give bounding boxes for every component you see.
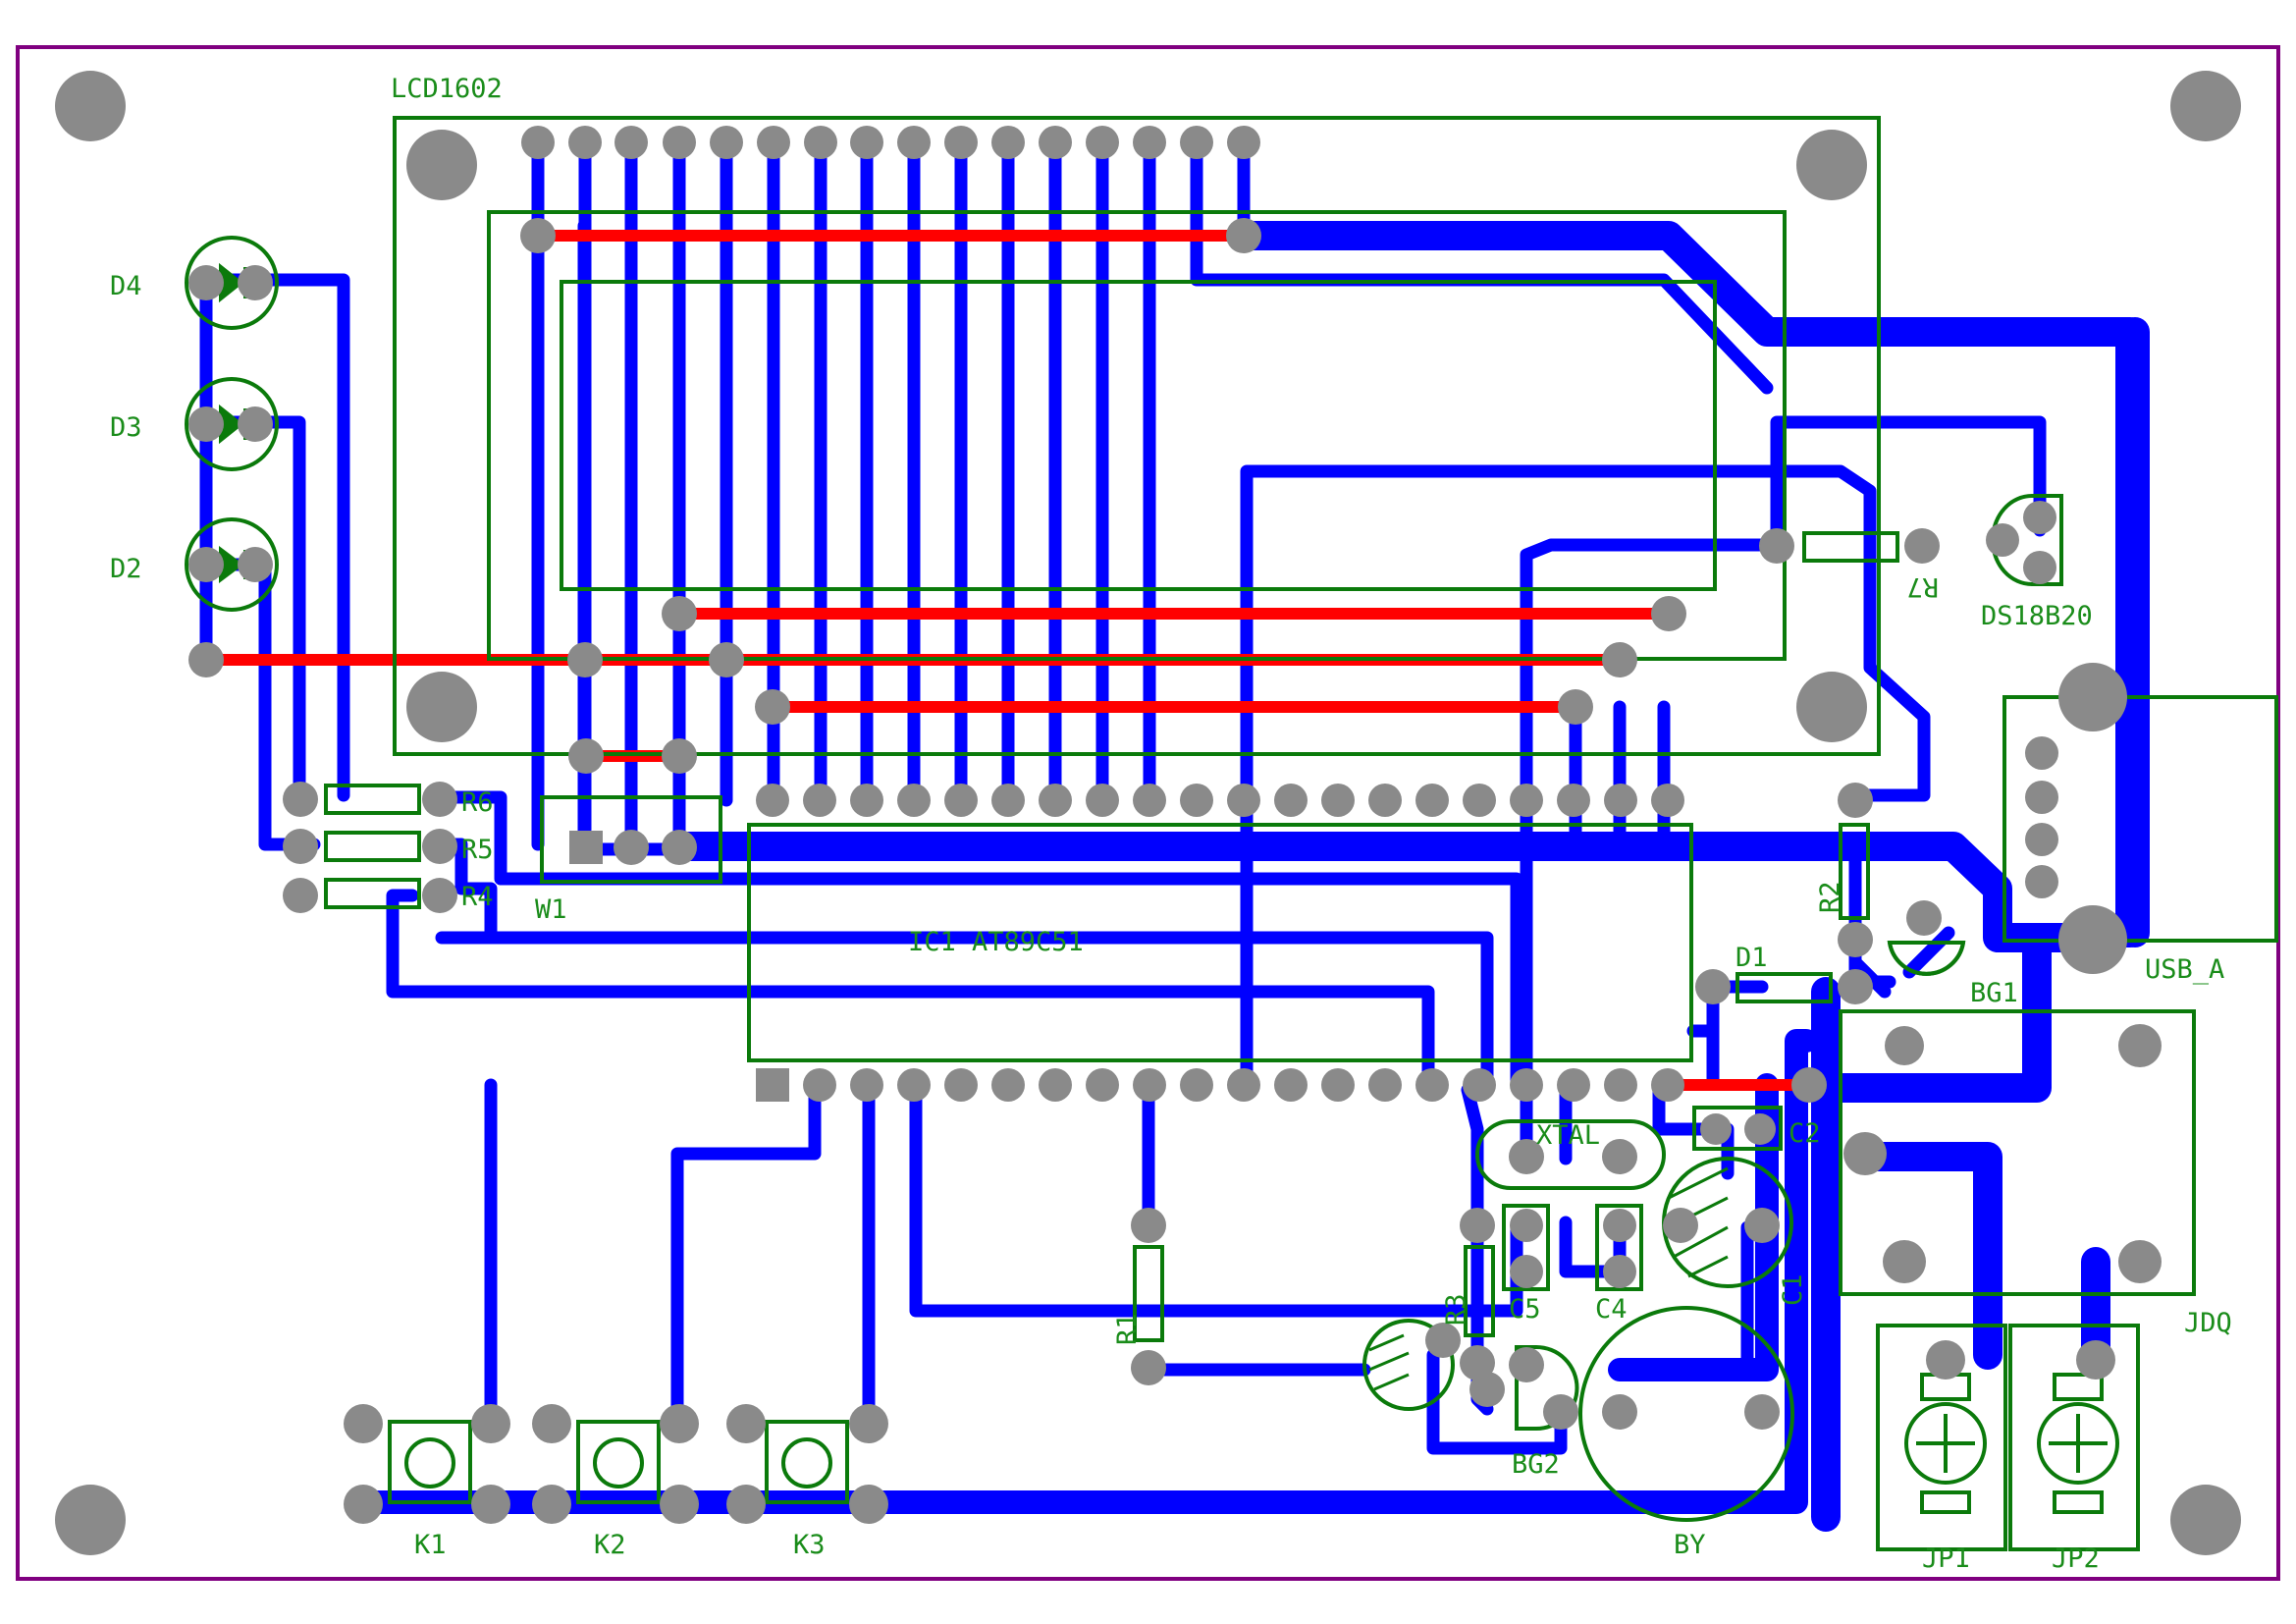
hatched-markers xyxy=(1368,1166,1729,1391)
label-ds18b20: DS18B20 xyxy=(1981,601,2093,631)
label-by: BY xyxy=(1674,1530,1706,1560)
label-k3: K3 xyxy=(793,1530,826,1560)
label-lcd: LCD1602 xyxy=(391,74,503,104)
component-labels: LCD1602 D4 D3 D2 R7 DS18B20 R6 R5 R4 W1 … xyxy=(110,74,2232,1574)
label-usb-a: USB_A xyxy=(2145,954,2224,985)
label-d3: D3 xyxy=(110,412,142,443)
label-r1: R1 xyxy=(1112,1313,1143,1345)
pads xyxy=(188,126,2162,1524)
label-jdq: JDQ xyxy=(2184,1308,2232,1338)
label-bg2: BG2 xyxy=(1512,1449,1560,1480)
label-r2: R2 xyxy=(1815,881,1845,913)
label-r7: R7 xyxy=(1906,571,1939,602)
label-d1: D1 xyxy=(1735,943,1768,973)
label-r6: R6 xyxy=(461,787,494,818)
label-d2: D2 xyxy=(110,554,142,584)
label-jp1: JP1 xyxy=(1922,1543,1970,1574)
mounting-holes xyxy=(55,71,2241,1555)
label-r3: R3 xyxy=(1441,1293,1471,1326)
silkscreen xyxy=(185,116,2278,1551)
label-r5: R5 xyxy=(461,835,494,865)
button-circles xyxy=(404,1437,832,1489)
label-c5: C5 xyxy=(1509,1294,1541,1325)
label-ic1: IC1 AT89C51 xyxy=(908,927,1084,957)
terminal-screws xyxy=(1904,1373,2119,1514)
traces xyxy=(199,135,2150,1532)
label-d4: D4 xyxy=(110,271,142,301)
label-jp2: JP2 xyxy=(2052,1543,2100,1574)
label-k1: K1 xyxy=(414,1530,447,1560)
label-c4: C4 xyxy=(1595,1294,1628,1325)
label-c1: C1 xyxy=(1778,1273,1808,1306)
label-k2: K2 xyxy=(594,1530,626,1560)
label-r4: R4 xyxy=(461,882,494,912)
label-w1: W1 xyxy=(535,894,567,925)
label-c2: C2 xyxy=(1789,1118,1821,1149)
label-xtal: XTAL xyxy=(1536,1120,1600,1151)
label-bg1: BG1 xyxy=(1970,978,2018,1008)
